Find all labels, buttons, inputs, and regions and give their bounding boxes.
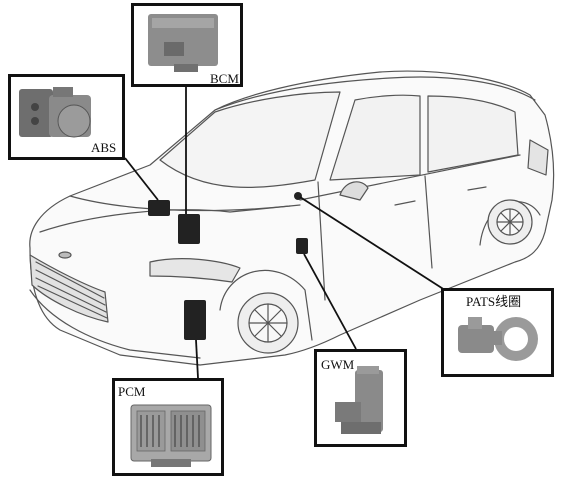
pats-leader-line (299, 196, 449, 293)
abs-leader-line (124, 157, 159, 201)
rear-door-line (424, 175, 433, 269)
gwm-module-image (335, 366, 383, 434)
pats-label: PATS线圈 (466, 294, 522, 309)
front-grille (29, 254, 109, 323)
pats-callout-box: PATS线圈 (441, 288, 554, 377)
rear-door-handle (467, 186, 487, 191)
pats-unit-marker (294, 192, 302, 200)
bcm-unit-marker (178, 214, 200, 244)
belt-line (299, 154, 521, 201)
front-door-handle (394, 200, 416, 206)
abs-unit-marker (148, 200, 170, 216)
abs-label: ABS (91, 140, 117, 155)
side-mirror (339, 181, 369, 201)
windshield (159, 91, 341, 188)
pcm-module-image (130, 404, 212, 467)
pcm-callout-box: PCM (112, 378, 224, 476)
pcm-leader-line (195, 339, 199, 379)
bcm-callout-box: BCM (131, 3, 243, 87)
front-door-line (317, 181, 326, 301)
front-side-window (329, 94, 421, 181)
pcm-label: PCM (118, 384, 146, 399)
roof-line (214, 76, 536, 111)
pcm-unit-marker (184, 300, 206, 340)
gwm-callout-box: GWM (314, 349, 407, 447)
car-body-outline (29, 70, 555, 366)
gwm-label: GWM (321, 357, 355, 372)
gwm-unit-marker (296, 238, 308, 254)
gwm-leader-line (303, 253, 357, 350)
rear-side-window (427, 95, 519, 173)
front-wheel-arch (219, 269, 313, 341)
brand-logo (58, 251, 72, 259)
abs-callout-box: ABS (8, 74, 125, 160)
headlight (149, 258, 241, 283)
abs-module-image (19, 87, 91, 138)
front-bumper (29, 289, 201, 359)
bcm-label: BCM (210, 71, 239, 86)
rear-light (527, 139, 549, 176)
pats-coil-image (458, 317, 538, 361)
module-markers (148, 192, 308, 340)
bcm-module-image (148, 14, 218, 72)
